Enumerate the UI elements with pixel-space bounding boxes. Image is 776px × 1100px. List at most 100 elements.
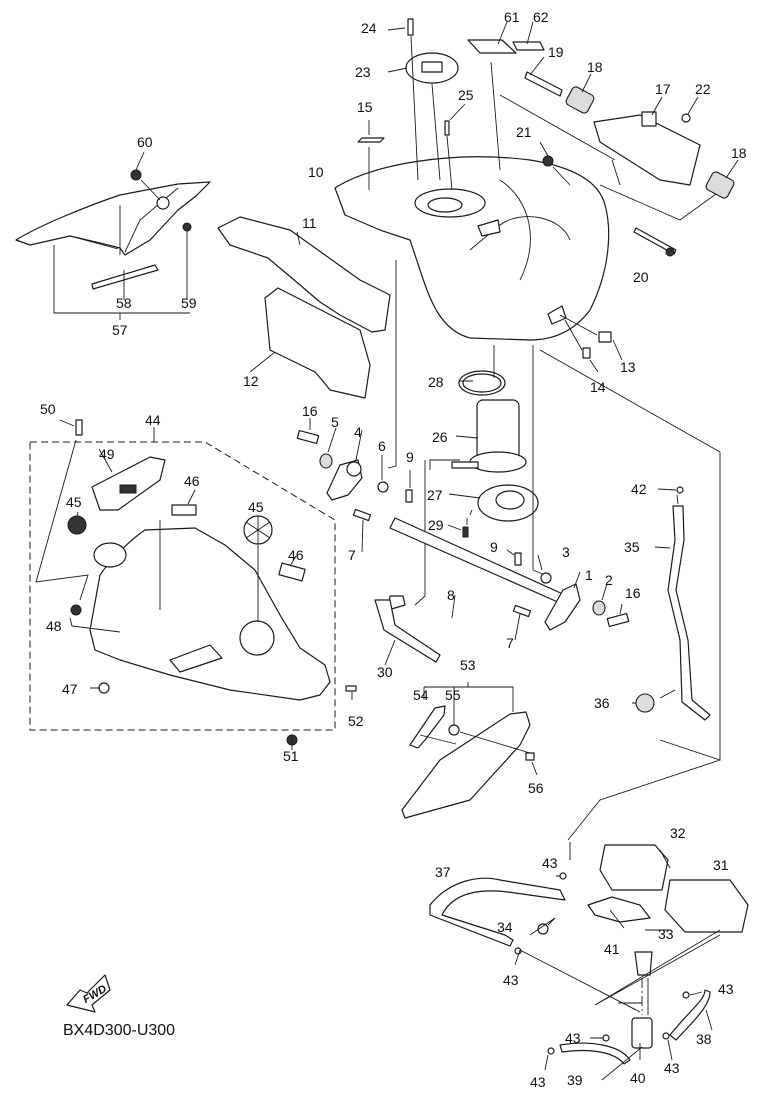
collar-19[interactable] [524, 71, 563, 97]
callout-38[interactable]: 38 [696, 1031, 712, 1047]
collar-3[interactable] [540, 572, 552, 584]
clip-42[interactable] [676, 486, 684, 494]
bolt-16b[interactable] [606, 612, 630, 628]
bracket-17[interactable] [593, 114, 701, 186]
clip-43a[interactable] [559, 872, 567, 880]
callout-25[interactable]: 25 [458, 87, 474, 103]
callout-14[interactable]: 14 [590, 379, 606, 395]
callout-41[interactable]: 41 [604, 941, 620, 957]
screw-47[interactable] [98, 682, 110, 694]
bushing-18b[interactable] [705, 171, 736, 200]
bolt-25[interactable] [444, 120, 450, 136]
callout-10[interactable]: 10 [308, 164, 324, 180]
callout-44[interactable]: 44 [145, 412, 161, 428]
callout-34[interactable]: 34 [497, 919, 513, 935]
callout-46b[interactable]: 46 [288, 547, 304, 563]
callout-43b[interactable]: 43 [503, 972, 519, 988]
callout-20[interactable]: 20 [633, 269, 649, 285]
hose-39[interactable] [559, 1042, 631, 1065]
side-cover-panel[interactable] [15, 181, 211, 256]
callout-43a[interactable]: 43 [542, 855, 558, 871]
holder-41[interactable] [634, 951, 653, 976]
callout-60[interactable]: 60 [137, 134, 153, 150]
callout-62[interactable]: 62 [533, 9, 549, 25]
bushing-18a[interactable] [565, 86, 596, 115]
callout-26[interactable]: 26 [432, 429, 448, 445]
bolt-9a[interactable] [405, 489, 413, 503]
cover-piece-49[interactable] [91, 456, 166, 511]
bolt-34[interactable] [537, 923, 549, 935]
callout-45b[interactable]: 45 [248, 499, 264, 515]
duct-53[interactable] [401, 711, 531, 819]
callout-58[interactable]: 58 [116, 295, 132, 311]
callout-11[interactable]: 11 [302, 215, 317, 231]
nut-55[interactable] [448, 724, 460, 736]
canister-32[interactable] [599, 844, 669, 891]
callout-15[interactable]: 15 [357, 99, 373, 115]
callout-2[interactable]: 2 [605, 572, 613, 588]
callout-9a[interactable]: 9 [406, 449, 414, 465]
grommet-60[interactable] [130, 169, 142, 181]
callout-30[interactable]: 30 [377, 664, 393, 680]
callout-54[interactable]: 54 [413, 687, 429, 703]
clip-43f[interactable] [662, 1032, 670, 1040]
callout-46a[interactable]: 46 [184, 473, 200, 489]
cover-12[interactable] [264, 287, 371, 399]
callout-21[interactable]: 21 [516, 124, 532, 140]
callout-36[interactable]: 36 [594, 695, 610, 711]
strip-58[interactable] [91, 264, 159, 290]
callout-5[interactable]: 5 [331, 414, 339, 430]
bolt-7a[interactable] [352, 508, 372, 522]
hose-37[interactable] [429, 877, 566, 947]
label-61[interactable] [467, 39, 517, 54]
callout-53[interactable]: 53 [460, 657, 476, 673]
callout-32[interactable]: 32 [670, 825, 686, 841]
collar-6[interactable] [377, 481, 389, 493]
callout-18a[interactable]: 18 [587, 59, 603, 75]
callout-47[interactable]: 47 [62, 681, 78, 697]
bolt-50[interactable] [75, 419, 83, 436]
callout-13[interactable]: 13 [620, 359, 636, 375]
callout-33[interactable]: 33 [658, 926, 674, 942]
callout-17[interactable]: 17 [655, 81, 671, 97]
callout-4[interactable]: 4 [354, 424, 362, 440]
callout-28[interactable]: 28 [428, 374, 444, 390]
callout-31[interactable]: 31 [713, 857, 729, 873]
fuel-pump-26[interactable] [476, 399, 520, 461]
callout-61[interactable]: 61 [504, 9, 520, 25]
callout-43d[interactable]: 43 [565, 1030, 581, 1046]
nut-21[interactable] [542, 155, 554, 167]
callout-6[interactable]: 6 [378, 438, 386, 454]
bracket-33[interactable] [587, 896, 651, 923]
canister-31[interactable] [664, 879, 749, 933]
callout-3[interactable]: 3 [562, 544, 570, 560]
callout-22[interactable]: 22 [695, 81, 711, 97]
bolt-7b[interactable] [512, 604, 532, 618]
valve-40[interactable] [631, 1017, 653, 1049]
trim-54[interactable] [409, 705, 446, 749]
collar-2[interactable] [592, 600, 606, 616]
callout-39[interactable]: 39 [567, 1072, 583, 1088]
clip-43c[interactable] [682, 991, 690, 999]
hose-35[interactable] [667, 505, 711, 721]
grommet-36[interactable] [635, 693, 655, 713]
callout-51[interactable]: 51 [283, 748, 299, 764]
label-15-part[interactable] [357, 137, 385, 143]
hose-30[interactable] [374, 599, 441, 663]
callout-52[interactable]: 52 [348, 713, 364, 729]
bracket-1[interactable] [544, 583, 581, 631]
screw-22[interactable] [681, 113, 691, 123]
rod-8[interactable] [389, 517, 566, 604]
bolt-9b[interactable] [514, 552, 522, 566]
callout-48[interactable]: 48 [46, 618, 62, 634]
screw-52[interactable] [345, 685, 357, 692]
clip-43e[interactable] [547, 1047, 555, 1055]
callout-23[interactable]: 23 [355, 64, 371, 80]
callout-8[interactable]: 8 [447, 587, 455, 603]
callout-7b[interactable]: 7 [506, 635, 514, 651]
callout-35[interactable]: 35 [624, 539, 640, 555]
callout-59[interactable]: 59 [181, 295, 197, 311]
callout-18b[interactable]: 18 [731, 145, 747, 161]
label-62[interactable] [512, 41, 545, 51]
emblem-45a[interactable] [67, 515, 87, 535]
